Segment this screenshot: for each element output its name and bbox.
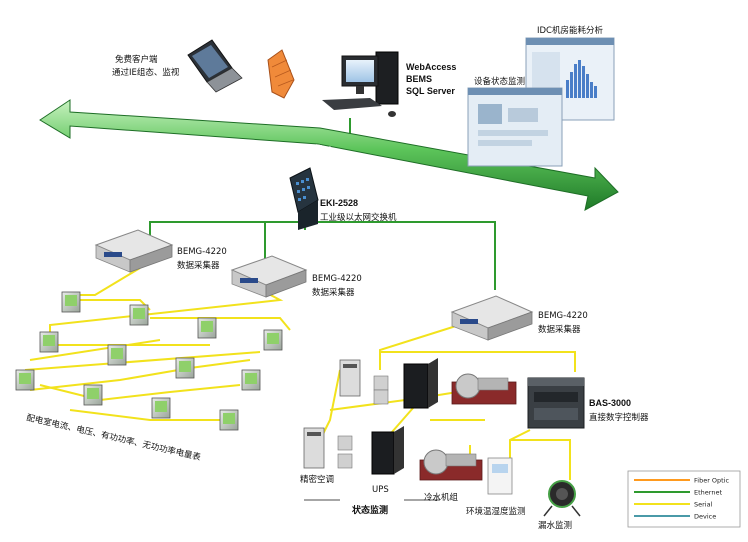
legend-label: Fiber Optic [694,477,730,485]
power-meter [107,344,127,366]
precision-ac-icon [303,359,389,469]
bemg-collector-1 [94,229,174,273]
laptop-icon [187,39,243,93]
bemg3-label-line1: BEMG-4220 [538,311,588,321]
server-label-line1: WebAccess [406,62,456,72]
bemg1-label-line2: 数据采集器 [177,260,220,271]
industrial-switch-icon [289,167,319,230]
ac-label: 精密空调 [300,474,334,485]
client-label-line2: 通过IE组态、监视 [112,67,180,78]
bas-controller-icon [527,377,585,429]
legend-label: Serial [694,501,713,509]
bemg3-label-line2: 数据采集器 [538,324,581,335]
power-meters [15,291,283,431]
ups-icon [371,358,438,475]
bemg-collector-3 [450,295,534,341]
leak-label: 漏水监测 [538,520,572,531]
device-monitor-label: 设备状态监测 [474,76,525,87]
server-workstation-icon [322,51,399,117]
server-label-line3: SQL Server [406,86,455,96]
device-monitor-screenshot [467,87,563,167]
idc-label: IDC机房能耗分析 [537,25,603,36]
chiller-label: 冷水机组 [424,492,459,503]
power-meter [61,291,81,313]
bemg-collector-2 [230,255,308,298]
ethernet-backbone-arrow [39,99,619,211]
chiller-icon [419,373,517,481]
env-label: 环境温湿度监测 [466,506,526,517]
bemg2-label-line1: BEMG-4220 [312,274,362,284]
power-meter [197,317,217,339]
bas-label-line2: 直接数字控制器 [589,412,649,423]
leak-detector-icon [543,480,581,517]
ups-label: UPS [372,485,389,495]
server-label-line2: BEMS [406,74,432,84]
firewall-icon [267,49,295,99]
power-meter [39,331,59,353]
power-meter [263,329,283,351]
bas-label-line1: BAS-3000 [589,398,631,408]
bemg2-label-line2: 数据采集器 [312,287,355,298]
power-meter [129,304,149,326]
power-meter [83,384,103,406]
power-meter [175,357,195,379]
switch-label-line2: 工业级以太网交换机 [320,212,397,223]
idc-analysis-screenshot [525,37,615,121]
env-sensor-icon [487,457,513,495]
power-meter [15,369,35,391]
bemg1-label-line1: BEMG-4220 [177,247,227,257]
power-meter [151,397,171,419]
client-label-line1: 免费客户端 [115,54,158,65]
legend-label: Ethernet [694,489,722,497]
power-meter [241,369,261,391]
power-meter [219,409,239,431]
legend-label: Device [694,513,716,521]
switch-label-line1: EKI-2528 [320,198,358,208]
status-label: 状态监测 [352,504,388,515]
